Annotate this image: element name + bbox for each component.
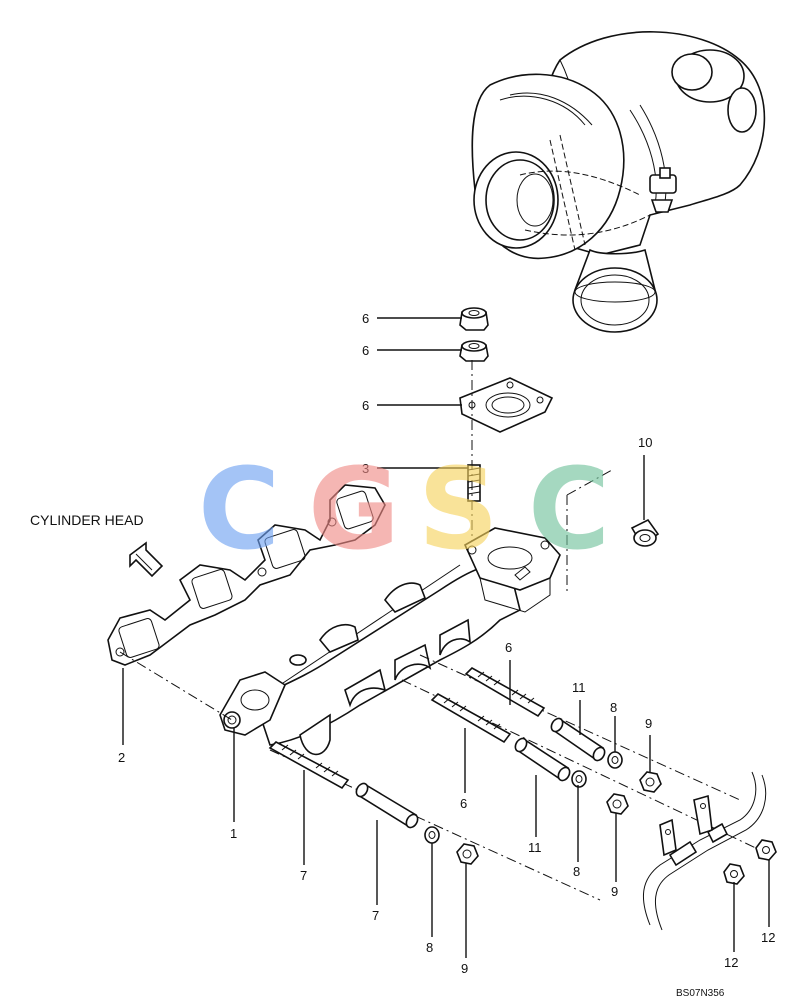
part-9-nut-rear	[639, 771, 662, 793]
callout-11-mid: 11	[528, 840, 542, 855]
callout-8-front: 8	[426, 940, 433, 955]
part-3-stud	[467, 464, 481, 502]
callout-2: 2	[118, 750, 125, 765]
callout-4: 6	[362, 398, 369, 413]
callout-11-rear: 11	[572, 680, 586, 695]
cylinder-head-caption: CYLINDER HEAD	[30, 512, 144, 528]
callout-6-mid: 6	[460, 796, 467, 811]
callout-7: 7	[372, 908, 379, 923]
callout-12-left: 12	[724, 955, 738, 970]
cylinder-head-arrow	[129, 541, 164, 578]
part-5-nut-lower	[459, 340, 489, 362]
part-11-spacer-rear	[550, 717, 606, 762]
part-6-stud-rear	[464, 667, 546, 718]
exhaust-manifold	[219, 527, 561, 756]
part-12-nut-right	[755, 839, 777, 861]
part-7-spacer	[355, 782, 419, 829]
part-6-stud-front	[268, 741, 350, 790]
part-2-manifold-gasket	[107, 484, 386, 666]
callout-8-mid: 8	[573, 864, 580, 879]
drawing-code: BS07N356	[676, 988, 725, 999]
part-9-nut-front	[456, 843, 479, 865]
part-4-gasket	[459, 377, 554, 433]
part-11-spacer-mid	[514, 737, 571, 782]
part-8-washer-rear	[607, 751, 623, 769]
callout-9-mid: 9	[611, 884, 618, 899]
part-5-nut-upper	[459, 307, 489, 331]
turbocharger	[471, 31, 766, 333]
part-6-stud-mid	[430, 693, 512, 744]
callout-3: 3	[362, 461, 369, 476]
callout-9-rear: 9	[645, 716, 652, 731]
watermark-letter-g: G	[308, 445, 400, 575]
watermark-letter-c1: C	[198, 445, 280, 575]
watermark-letter-c2: C	[528, 445, 610, 575]
watermark-letter-s: S	[418, 445, 499, 575]
callout-numbers: 6 6 6 3 10 2 1 7 7 8 9 6 6 11 11 8 8 9 9…	[118, 311, 775, 976]
part-10-plug	[630, 518, 660, 547]
part-8-washer-mid	[571, 770, 587, 788]
callout-12-right: 12	[761, 930, 775, 945]
part-9-nut-mid	[606, 793, 629, 815]
callout-5-lower: 6	[362, 343, 369, 358]
cgsc-watermark-logo: C G S C	[198, 445, 610, 575]
callout-1: 1	[230, 826, 237, 841]
callout-10: 10	[638, 435, 652, 450]
callout-8-rear: 8	[610, 700, 617, 715]
callout-6-rear: 6	[505, 640, 512, 655]
part-8-washer-front	[424, 826, 440, 844]
callout-9-front: 9	[461, 961, 468, 976]
pipe-bracket-assembly	[642, 771, 767, 931]
leader-lines	[122, 317, 770, 958]
callout-6-front: 7	[300, 868, 307, 883]
callout-5-upper: 6	[362, 311, 369, 326]
part-12-nut-left	[723, 863, 745, 885]
